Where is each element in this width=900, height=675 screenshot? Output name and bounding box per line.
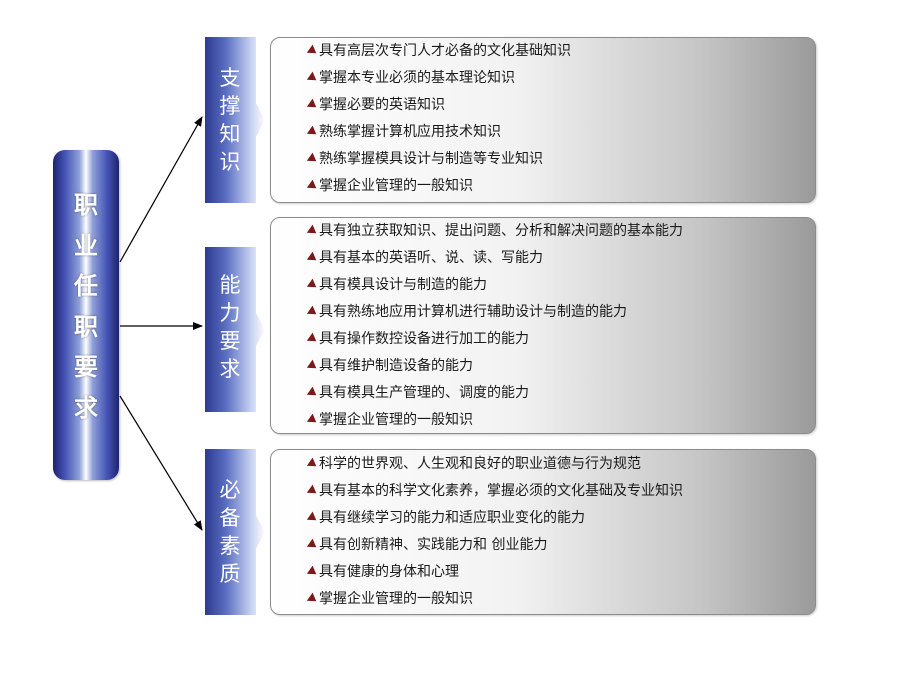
arrow-to-essential-qualities: [119, 395, 203, 531]
list-item: 掌握企业管理的一般知识: [309, 173, 473, 199]
category-tab-ability-requirements: 能 力 要 求: [205, 217, 265, 434]
arrow-bullet-icon: [309, 223, 319, 237]
list-item: 科学的世界观、人生观和良好的职业道德与行为规范: [309, 451, 641, 477]
root-char: 职: [74, 312, 98, 341]
list-item: 具有基本的英语听、说、读、写能力: [309, 245, 543, 271]
category-tab-support-knowledge: 支 撑 知 识: [205, 37, 265, 203]
root-char: 求: [74, 393, 98, 422]
arrow-bullet-icon: [309, 456, 319, 470]
arrow-bullet-icon: [309, 70, 319, 84]
category-label: 支 撑 知 识: [219, 66, 241, 174]
arrow-bullet-icon: [309, 151, 319, 165]
arrow-bullet-icon: [309, 483, 319, 497]
list-item: 掌握企业管理的一般知识: [309, 407, 473, 433]
arrow-bullet-icon: [309, 124, 319, 138]
arrow-bullet-icon: [309, 385, 319, 399]
list-item: 具有模具生产管理的、调度的能力: [309, 380, 529, 406]
list-item: 具有独立获取知识、提出问题、分析和解决问题的基本能力: [309, 218, 683, 244]
list-item: 掌握企业管理的一般知识: [309, 586, 473, 612]
list-item: 掌握必要的英语知识: [309, 92, 445, 118]
arrow-bullet-icon: [309, 250, 319, 264]
content-box-support-knowledge: 具有高层次专门人才必备的文化基础知识 掌握本专业必须的基本理论知识 掌握必要的英…: [270, 37, 816, 203]
root-char: 业: [74, 231, 98, 260]
content-box-essential-qualities: 科学的世界观、人生观和良好的职业道德与行为规范 具有基本的科学文化素养，掌握必须…: [270, 449, 816, 615]
list-item: 具有模具设计与制造的能力: [309, 272, 487, 298]
list-item: 具有创新精神、实践能力和 创业能力: [309, 532, 547, 558]
root-node: 职 业 任 职 要 求: [53, 150, 119, 480]
arrow-bullet-icon: [309, 591, 319, 605]
arrow-bullet-icon: [309, 331, 319, 345]
category-label: 必 备 素 质: [219, 478, 241, 586]
root-char: 要: [74, 353, 98, 381]
list-item: 熟练掌握计算机应用技术知识: [309, 119, 501, 145]
list-item: 具有操作数控设备进行加工的能力: [309, 326, 529, 352]
arrow-bullet-icon: [309, 304, 319, 318]
arrow-to-support-knowledge: [119, 116, 203, 263]
list-item: 具有维护制造设备的能力: [309, 353, 473, 379]
arrow-bullet-icon: [309, 277, 319, 291]
root-char: 任: [74, 272, 98, 300]
root-label: 职 业 任 职 要 求: [53, 185, 119, 428]
arrow-bullet-icon: [309, 537, 319, 551]
arrow-bullet-icon: [309, 564, 319, 578]
arrow-bullet-icon: [309, 97, 319, 111]
root-char: 职: [74, 191, 98, 219]
category-label: 能 力 要 求: [219, 273, 241, 381]
list-item: 熟练掌握模具设计与制造等专业知识: [309, 146, 543, 172]
arrow-bullet-icon: [309, 178, 319, 192]
list-item: 具有高层次专门人才必备的文化基础知识: [309, 38, 571, 64]
list-item: 具有熟练地应用计算机进行辅助设计与制造的能力: [309, 299, 627, 325]
list-item: 具有继续学习的能力和适应职业变化的能力: [309, 505, 585, 531]
arrow-bullet-icon: [309, 358, 319, 372]
arrow-bullet-icon: [309, 43, 319, 57]
content-box-ability-requirements: 具有独立获取知识、提出问题、分析和解决问题的基本能力 具有基本的英语听、说、读、…: [270, 217, 816, 434]
arrow-bullet-icon: [309, 412, 319, 426]
list-item: 掌握本专业必须的基本理论知识: [309, 65, 515, 91]
category-tab-essential-qualities: 必 备 素 质: [205, 449, 265, 615]
list-item: 具有健康的身体和心理: [309, 559, 459, 585]
arrow-bullet-icon: [309, 510, 319, 524]
list-item: 具有基本的科学文化素养，掌握必须的文化基础及专业知识: [309, 478, 683, 504]
